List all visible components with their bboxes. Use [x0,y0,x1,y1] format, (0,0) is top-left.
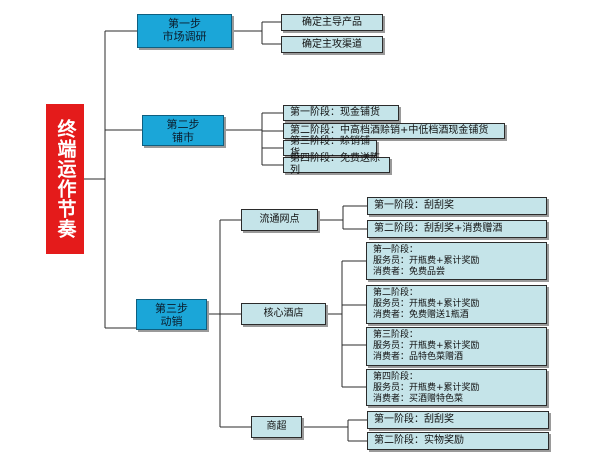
step1-node: 第一步 市场调研 [137,14,232,48]
stage-waiter-line: 服务员：开瓶费+累计奖励 [373,256,480,266]
supermarkets-stage-1: 第一阶段：刮刮奖 [367,411,549,429]
core-hotels-stage-2: 第二阶段： 服务员：开瓶费+累计奖励 消费者：免费赠送1瓶酒 [366,285,547,324]
core-hotels-stage-1: 第一阶段： 服务员：开瓶费+累计奖励 消费者：免费品尝 [366,242,547,280]
channel-core-hotels: 核心酒店 [241,303,326,325]
step2-item-4: 第四阶段：免费送陈列 [283,153,390,176]
core-hotels-stage-3: 第三阶段： 服务员：开瓶费+累计奖励 消费者：品特色菜赠酒 [366,327,547,366]
step2-label-line2: 铺市 [172,131,194,144]
diagram-title: 终端运作节奏 [46,104,84,254]
channel-supermarkets: 商超 [251,416,302,438]
stage-consumer-line: 消费者：品特色菜赠酒 [373,352,464,362]
step3-node: 第三步 动销 [136,299,207,330]
core-hotels-stage-4: 第四阶段： 服务员：开瓶费+累计奖励 消费者：买酒赠特色菜 [366,369,547,406]
retail-outlets-stage-1: 第一阶段：刮刮奖 [367,197,547,215]
supermarkets-stage-2: 第二阶段：实物奖励 [367,432,549,450]
step2-label-line1: 第二步 [166,118,200,131]
step2-item-1: 第一阶段：现金铺货 [283,105,399,121]
stage-waiter-line: 服务员：开瓶费+累计奖励 [373,299,480,309]
stage-heading: 第二阶段： [373,288,419,298]
step1-item-1: 确定主导产品 [281,14,383,31]
stage-waiter-line: 服务员：开瓶费+累计奖励 [373,341,480,351]
stage-heading: 第三阶段： [373,330,419,340]
step1-item-2: 确定主攻渠道 [281,36,383,53]
stage-waiter-line: 服务员：开瓶费+累计奖励 [373,383,480,393]
step2-node: 第二步 铺市 [142,115,224,146]
stage-consumer-line: 消费者：买酒赠特色菜 [373,394,464,404]
stage-consumer-line: 消费者：免费品尝 [373,267,446,277]
retail-outlets-stage-2: 第二阶段：刮刮奖+消费赠酒 [367,220,547,238]
stage-heading: 第一阶段： [373,245,419,255]
step3-label-line2: 动销 [160,315,183,328]
channel-retail-outlets: 流通网点 [241,209,318,231]
step2-item-3: 第三阶段：赊销铺货 [283,136,377,159]
stage-consumer-line: 消费者：免费赠送1瓶酒 [373,310,469,320]
step1-label-line1: 第一步 [168,17,201,30]
stage-heading: 第四阶段： [373,372,419,382]
step3-label-line1: 第三步 [155,302,188,315]
step2-item-2: 第二阶段：中高档酒赊销+中低档酒现金铺货 [283,123,505,139]
step1-label-line2: 市场调研 [162,30,207,43]
